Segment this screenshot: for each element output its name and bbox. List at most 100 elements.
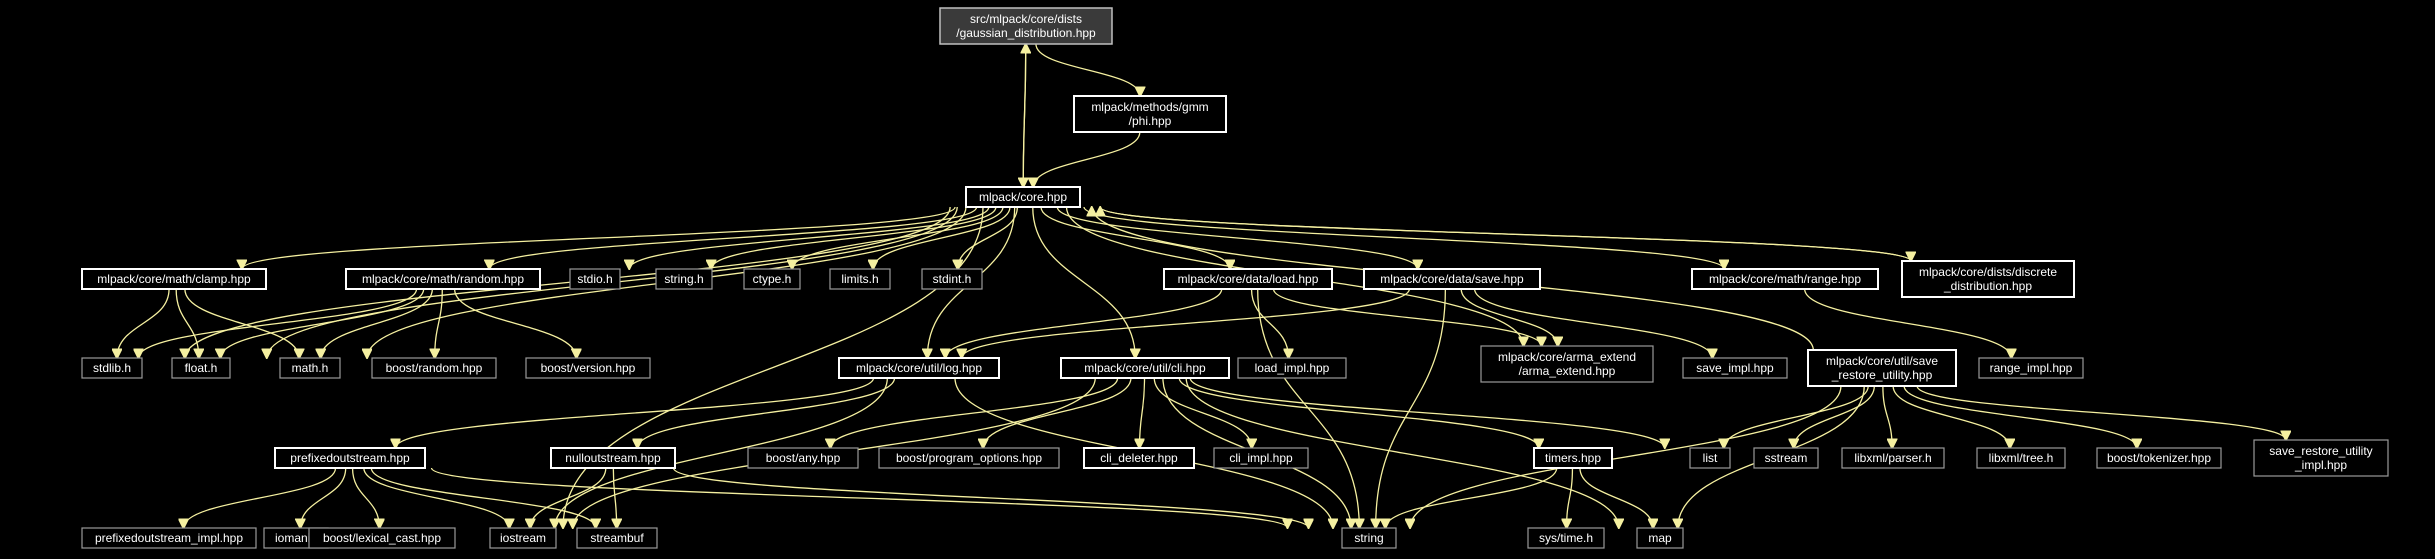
- edge-cli-to-boost_any: [830, 377, 1119, 448]
- node-box: [279, 357, 341, 379]
- node-box: [81, 527, 257, 549]
- node-label: save_restore_utility: [2269, 444, 2372, 458]
- node-label: _restore_utility.hpp: [1831, 368, 1933, 382]
- node-stdint: stdint.h: [921, 268, 983, 290]
- edge-load-to-arma_extend: [1272, 288, 1542, 346]
- node-label: streambuf: [590, 531, 644, 545]
- node-label: math.h: [292, 361, 329, 375]
- node-ctype: ctype.h: [743, 268, 801, 290]
- node-cli_deleter[interactable]: cli_deleter.hpp: [1083, 447, 1195, 469]
- node-label: mlpack/core/math/clamp.hpp: [97, 272, 251, 286]
- edge-nullout-to-string: [672, 467, 1308, 528]
- node-label: boost/lexical_cast.hpp: [323, 531, 441, 545]
- edge-prefixed-to-prefixed_impl: [183, 467, 337, 528]
- edge-timers-to-systime: [1567, 467, 1574, 528]
- edge-save-to-log: [962, 288, 1411, 358]
- edge-core-to-stdio: [629, 206, 990, 269]
- node-label: mlpack/core/math/range.hpp: [1709, 272, 1861, 286]
- node-range[interactable]: mlpack/core/math/range.hpp: [1691, 268, 1879, 290]
- edge-prefixed-to-iostream: [363, 467, 509, 528]
- node-box: [1363, 268, 1541, 290]
- node-nullout[interactable]: nulloutstream.hpp: [550, 447, 676, 469]
- node-boost_any: boost/any.hpp: [747, 447, 859, 469]
- node-box: [1636, 527, 1684, 549]
- edge-nullout-to-iostream: [530, 467, 607, 528]
- node-label: mlpack/core/math/random.hpp: [362, 272, 524, 286]
- node-label: nulloutstream.hpp: [565, 451, 661, 465]
- node-label: save_impl.hpp: [1696, 361, 1774, 375]
- node-box: [569, 268, 621, 290]
- edge-prefixed-to-iomanip: [300, 467, 347, 528]
- node-phi[interactable]: mlpack/methods/gmm/phi.hpp: [1073, 95, 1227, 133]
- node-root[interactable]: src/mlpack/core/dists/gaussian_distribut…: [939, 7, 1113, 45]
- edge-discrete-to-core: [1100, 207, 1912, 262]
- edge-prefixed-to-string: [430, 467, 1288, 528]
- node-cli[interactable]: mlpack/core/util/cli.hpp: [1060, 357, 1230, 379]
- node-box: [1480, 345, 1654, 383]
- node-libxml_tree: libxml/tree.h: [1976, 447, 2066, 469]
- node-prefixed[interactable]: prefixedoutstream.hpp: [274, 447, 426, 469]
- node-random[interactable]: mlpack/core/math/random.hpp: [345, 268, 541, 290]
- node-box: [747, 447, 859, 469]
- node-sru[interactable]: mlpack/core/util/save_restore_utility.hp…: [1807, 349, 1957, 387]
- node-box: [81, 268, 267, 290]
- edge-clamp-to-math: [184, 288, 299, 358]
- edge-core-to-clamp: [242, 206, 956, 269]
- node-box: [489, 527, 557, 549]
- node-label: boost/random.hpp: [386, 361, 483, 375]
- edge-core-to-stdint: [958, 206, 1018, 269]
- node-box: [878, 447, 1060, 469]
- node-limits: limits.h: [829, 268, 891, 290]
- node-string_h: string.h: [655, 268, 713, 290]
- edge-random-to-stdlib: [138, 288, 418, 358]
- edge-core-to-random: [489, 206, 978, 269]
- node-box: [1213, 447, 1309, 469]
- node-box: [655, 268, 713, 290]
- edge-load-to-log: [945, 288, 1223, 358]
- node-stdio: stdio.h: [569, 268, 621, 290]
- node-box: [345, 268, 541, 290]
- node-discrete[interactable]: mlpack/core/dists/discrete_distribution.…: [1901, 260, 2075, 298]
- node-box: [1753, 447, 1819, 469]
- node-stdlib: stdlib.h: [81, 357, 143, 379]
- node-label: range_impl.hpp: [1990, 361, 2073, 375]
- edge-core-to-load: [1040, 206, 1230, 269]
- edge-nullout-to-streambuf: [613, 467, 616, 528]
- edge-sru-to-libxml_tree: [1892, 385, 2010, 448]
- node-box: [1527, 527, 1605, 549]
- node-timers[interactable]: timers.hpp: [1533, 447, 1613, 469]
- node-box: [1237, 357, 1347, 379]
- node-label: boost/tokenizer.hpp: [2107, 451, 2211, 465]
- node-box: [576, 527, 658, 549]
- node-label: mlpack/core/dists/discrete: [1919, 265, 2057, 279]
- node-box: [171, 357, 231, 379]
- node-string: string: [1341, 527, 1397, 549]
- node-log[interactable]: mlpack/core/util/log.hpp: [838, 357, 1000, 379]
- node-box: [965, 186, 1081, 208]
- node-label: _distribution.hpp: [1943, 279, 2032, 293]
- node-load[interactable]: mlpack/core/data/load.hpp: [1163, 268, 1333, 290]
- node-prefixed_impl: prefixedoutstream_impl.hpp: [81, 527, 257, 549]
- edge-clamp-to-float: [175, 288, 199, 358]
- node-box: [1841, 447, 1945, 469]
- edge-sru-to-libxml_parser: [1882, 385, 1892, 448]
- node-box: [1691, 268, 1879, 290]
- node-cli_impl: cli_impl.hpp: [1213, 447, 1309, 469]
- node-label: string: [1354, 531, 1383, 545]
- node-box: [550, 447, 676, 469]
- edge-range-to-range_impl: [1804, 288, 2012, 358]
- node-label: cli_deleter.hpp: [1100, 451, 1178, 465]
- node-label: mlpack/core/util/cli.hpp: [1084, 361, 1206, 375]
- node-box: [1689, 447, 1731, 469]
- edge-prefixed-to-streambuf: [370, 467, 595, 528]
- node-label: prefixedoutstream_impl.hpp: [95, 531, 243, 545]
- edge-random-to-float: [220, 288, 425, 358]
- node-load_impl: load_impl.hpp: [1237, 357, 1347, 379]
- edge-core-to-range: [1083, 206, 1724, 269]
- node-label: mlpack/core/data/save.hpp: [1380, 272, 1524, 286]
- node-core[interactable]: mlpack/core.hpp: [965, 186, 1081, 208]
- node-clamp[interactable]: mlpack/core/math/clamp.hpp: [81, 268, 267, 290]
- node-box: [371, 357, 497, 379]
- node-save[interactable]: mlpack/core/data/save.hpp: [1363, 268, 1541, 290]
- node-box: [1682, 357, 1788, 379]
